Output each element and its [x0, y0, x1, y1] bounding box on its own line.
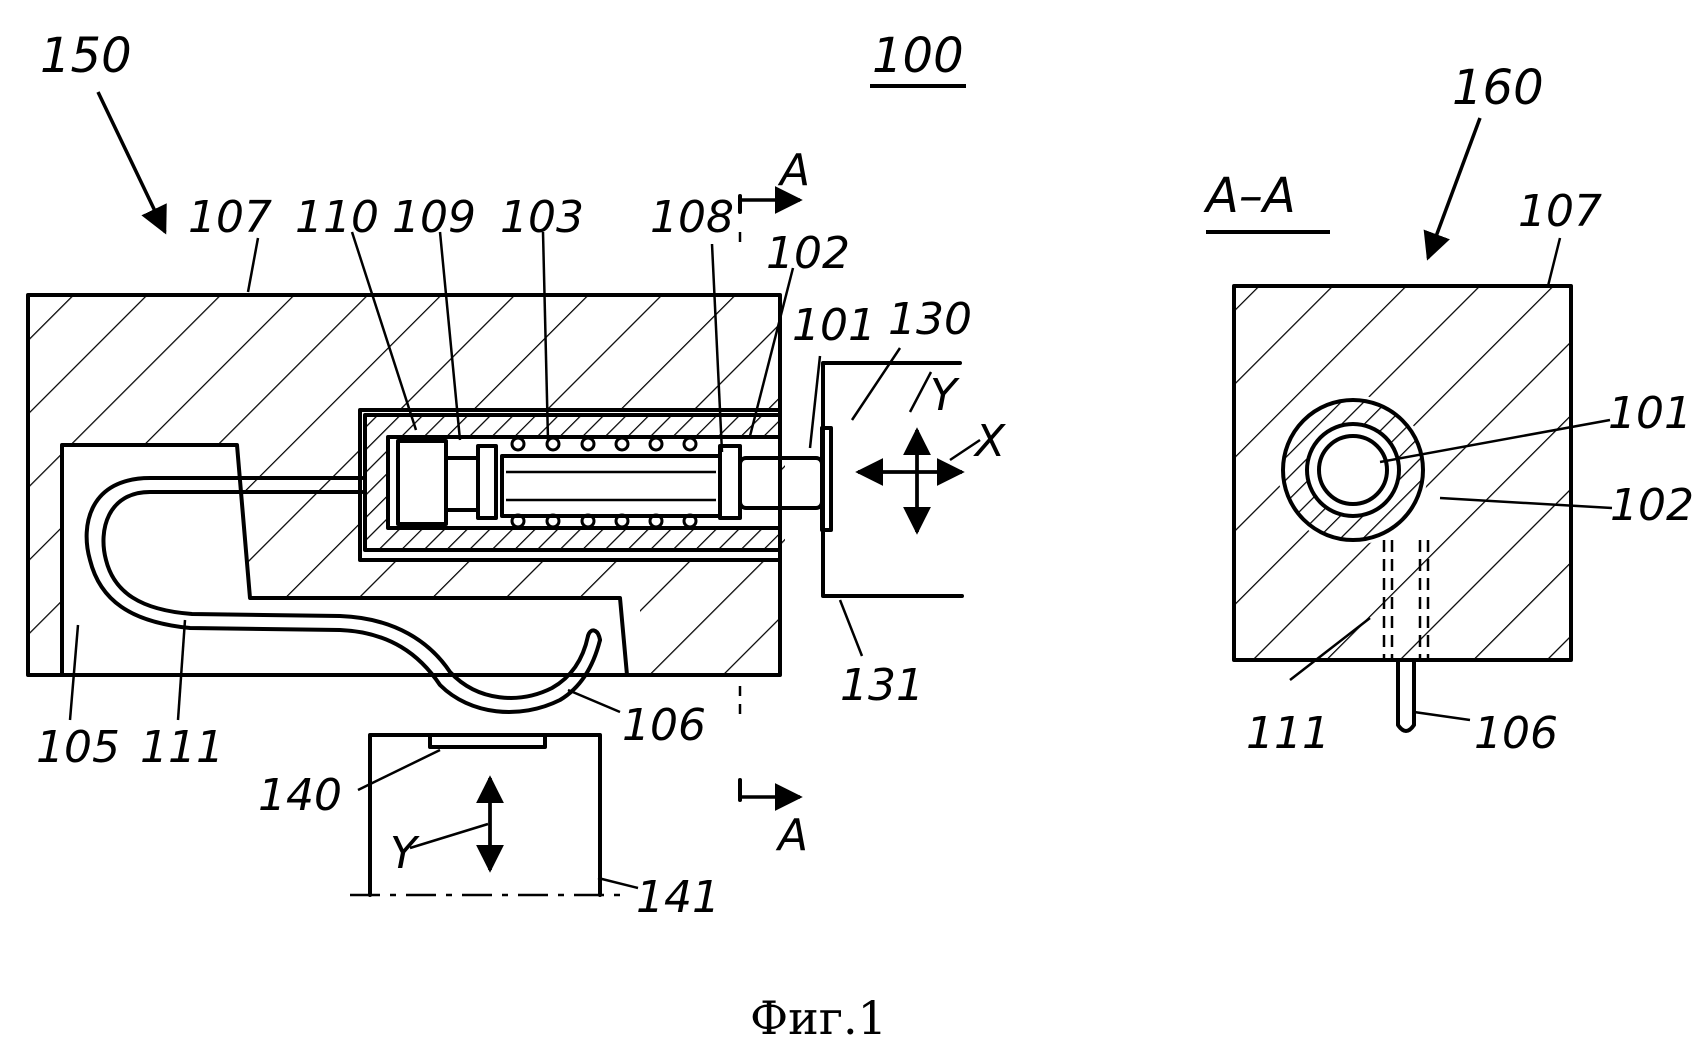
label-X: X	[973, 416, 1006, 467]
label-102-left: 102	[766, 228, 850, 279]
label-160: 160	[1452, 60, 1544, 116]
label-130: 130	[888, 294, 972, 345]
label-101-right: 101	[1608, 388, 1692, 439]
label-108: 108	[650, 192, 734, 243]
label-AA: A–A	[1203, 168, 1296, 224]
label-105: 105	[36, 722, 120, 773]
sleeve-102	[365, 415, 778, 550]
label-Y-right: Y	[930, 370, 960, 421]
label-131: 131	[840, 660, 924, 711]
label-101-left: 101	[792, 300, 876, 351]
section-view-AA	[1234, 286, 1571, 731]
label-140: 140	[258, 770, 342, 821]
figure-caption: Фиг.1	[750, 991, 887, 1045]
label-107-right: 107	[1518, 186, 1602, 237]
label-141: 141	[636, 872, 720, 923]
xy-arrows-right	[858, 430, 962, 532]
label-106-right: 106	[1474, 708, 1558, 759]
label-150: 150	[40, 28, 132, 84]
label-107-left: 107	[188, 192, 272, 243]
label-106-left: 106	[622, 700, 706, 751]
label-111-right: 111	[1246, 708, 1330, 759]
label-102-right: 102	[1610, 480, 1692, 531]
label-103: 103	[500, 192, 584, 243]
plunger-assembly	[398, 428, 831, 530]
label-A-top: A	[777, 145, 810, 196]
section-line-AA	[740, 196, 800, 800]
label-A-bottom: A	[775, 810, 808, 861]
label-Y-bottom: Y	[390, 828, 420, 879]
label-109: 109	[392, 192, 476, 243]
label-100: 100	[872, 28, 964, 84]
label-110: 110	[295, 192, 379, 243]
spring-103	[512, 438, 696, 527]
label-111-left: 111	[140, 722, 224, 773]
